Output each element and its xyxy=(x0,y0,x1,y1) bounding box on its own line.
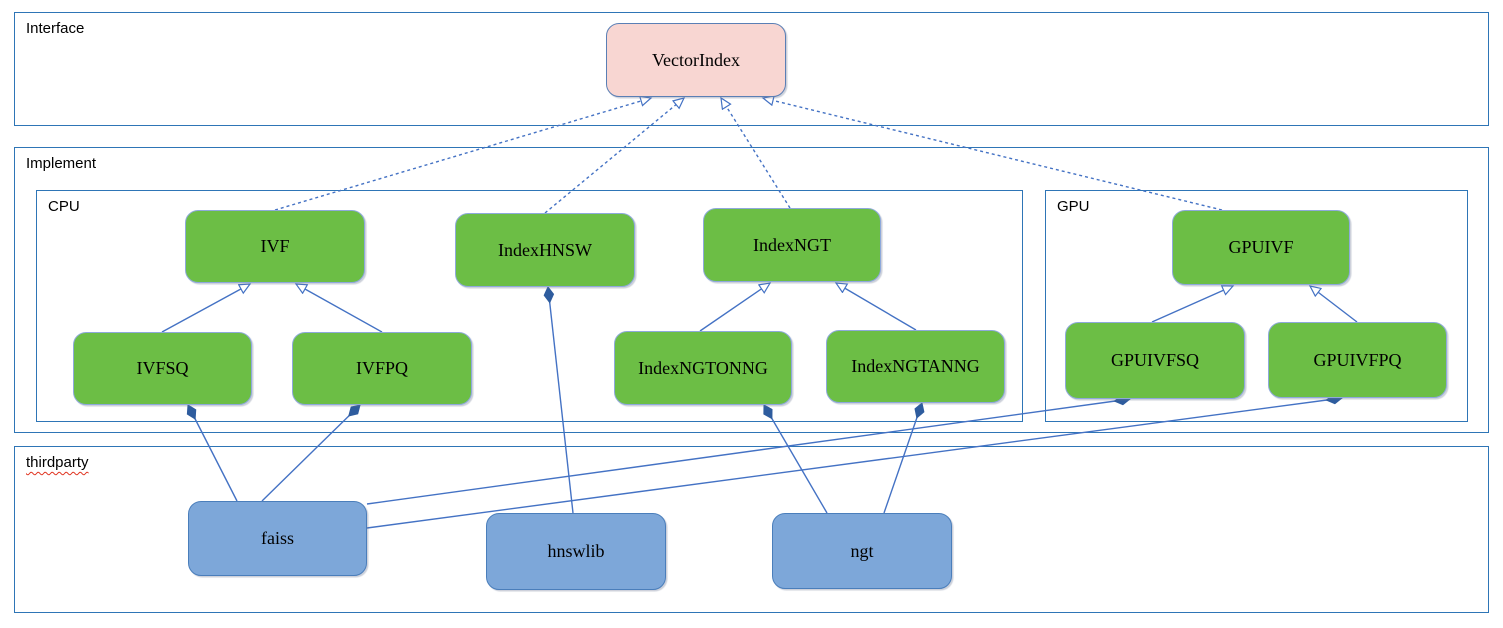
node-gpuivfpq[interactable]: GPUIVFPQ xyxy=(1268,322,1447,398)
container-label-cpu: CPU xyxy=(48,198,80,215)
node-label-indexngtanng: IndexNGTANNG xyxy=(851,356,980,376)
node-indexhnsw[interactable]: IndexHNSW xyxy=(455,213,635,287)
node-label-indexngt: IndexNGT xyxy=(753,234,831,255)
node-label-gpuivfsq: GPUIVFSQ xyxy=(1110,350,1200,370)
node-faiss[interactable]: faiss xyxy=(188,501,367,576)
node-ngt[interactable]: ngt xyxy=(772,513,952,589)
node-indexngtanng[interactable]: IndexNGTANNG xyxy=(826,330,1005,403)
node-gpuivf[interactable]: GPUIVF xyxy=(1172,210,1350,285)
node-indexngtonng[interactable]: IndexNGTONNG xyxy=(614,331,792,405)
node-label-gpuivfpq: GPUIVFPQ xyxy=(1313,349,1402,370)
node-label-ivfpq: IVFPQ xyxy=(355,358,408,378)
node-hnswlib[interactable]: hnswlib xyxy=(486,513,666,590)
node-gpuivfsq[interactable]: GPUIVFSQ xyxy=(1065,322,1245,399)
container-label-interface: Interface xyxy=(26,20,85,37)
node-label-faiss: faiss xyxy=(261,528,294,548)
node-label-ivfsq: IVFSQ xyxy=(136,358,189,378)
node-label-gpuivf: GPUIVF xyxy=(1228,237,1294,257)
node-ivf[interactable]: IVF xyxy=(185,210,365,283)
node-indexngt[interactable]: IndexNGT xyxy=(703,208,881,282)
node-ivfsq[interactable]: IVFSQ xyxy=(73,332,252,405)
node-vectorindex[interactable]: VectorIndex xyxy=(606,23,786,97)
node-label-vectorindex: VectorIndex xyxy=(652,49,740,70)
node-label-indexhnsw: IndexHNSW xyxy=(498,239,592,260)
node-label-ivf: IVF xyxy=(260,236,290,256)
node-label-indexngtonng: IndexNGTONNG xyxy=(638,357,768,378)
container-label-thirdparty: thirdparty xyxy=(26,454,89,471)
node-label-ngt: ngt xyxy=(850,540,874,561)
container-label-implement: Implement xyxy=(26,155,97,172)
node-label-hnswlib: hnswlib xyxy=(547,541,605,561)
node-ivfpq[interactable]: IVFPQ xyxy=(292,332,472,405)
